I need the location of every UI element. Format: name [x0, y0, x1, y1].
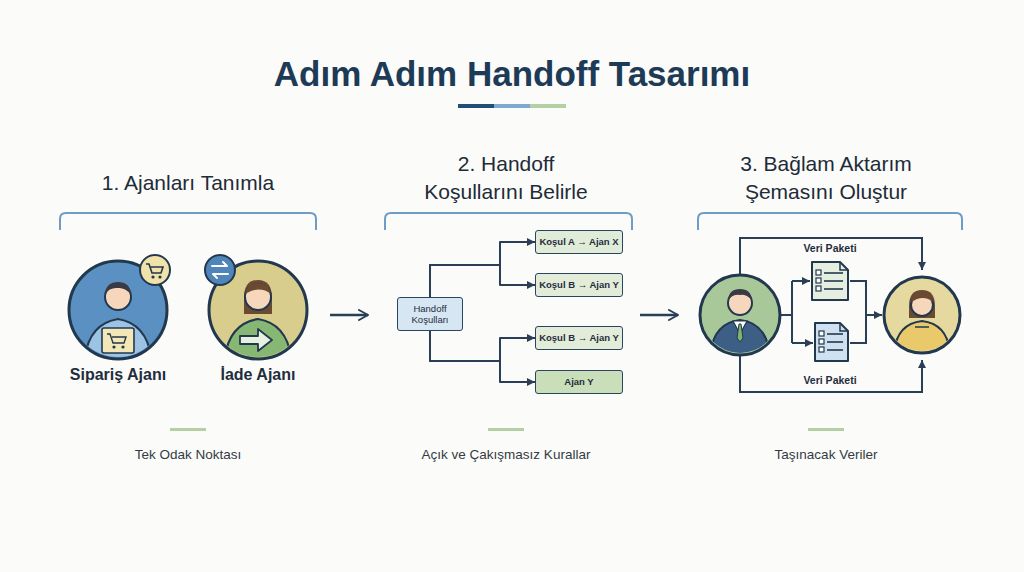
document-fold: [840, 323, 848, 331]
rule-text: Handoff Koşulları: [400, 303, 460, 325]
section-bracket: [385, 213, 632, 230]
rule-box: Ajan Y: [535, 370, 623, 394]
checklist-box: [816, 270, 821, 275]
agent-circle: Sipariş Ajanı: [58, 258, 178, 390]
data-package: Veri Paketi: [800, 241, 860, 301]
checklist-line: [827, 333, 843, 335]
checklist-box: [816, 278, 821, 283]
step-heading: 2. Handoff Koşullarını Belirle: [416, 150, 596, 206]
avatar-body: [710, 320, 770, 356]
cart-wheel: [121, 345, 124, 348]
cart-wheel: [151, 275, 154, 278]
diagram-title: Adım Adım Handoff Tasarımı: [0, 52, 1024, 96]
step-caption: Açık ve Çakışmasız Kurallar: [376, 446, 636, 464]
rule-text: Koşul A → Ajan X: [539, 236, 618, 248]
step-caption: Taşınacak Veriler: [696, 446, 956, 464]
cart-icon: [107, 334, 126, 343]
agent-circle: İade Ajanı: [198, 258, 318, 390]
step-heading: 1. Ajanları Tanımla: [58, 169, 318, 197]
step-caption: Tek Odak Noktası: [58, 446, 318, 464]
avatar-body: [894, 321, 950, 354]
rule-text: Koşul B → Ajan Y: [539, 332, 619, 344]
sender-avatar: [700, 275, 780, 355]
avatar-hair: [909, 290, 935, 318]
step-arrow: [640, 314, 678, 317]
avatar-hair: [911, 292, 933, 302]
checklist-line: [824, 272, 843, 274]
caption-dash: [170, 428, 206, 431]
cart-icon: [146, 264, 163, 273]
rule-box: Koşul A → Ajan X: [535, 230, 623, 254]
data-package: Veri Paketi: [800, 323, 860, 387]
agent-figure: [58, 258, 178, 368]
rule-box: Koşul B → Ajan Y: [535, 273, 623, 297]
checklist-box: [819, 331, 824, 336]
avatar-hair: [728, 289, 752, 300]
swap-icon: [212, 262, 228, 278]
branch-connector: [430, 265, 535, 297]
section-bracket: [698, 213, 962, 230]
rule-box: Koşul B → Ajan Y: [535, 326, 623, 350]
avatar-tie: [737, 324, 743, 342]
avatar-collar: [915, 326, 929, 328]
checklist-box: [819, 347, 824, 352]
caption-dash: [488, 428, 524, 431]
checklist-box: [819, 339, 824, 344]
document-outline: [815, 323, 848, 361]
checklist-box: [816, 286, 821, 291]
cart-wheel: [112, 345, 115, 348]
transfer-line: [780, 281, 792, 343]
condition-hub: Handoff Koşulları: [397, 297, 463, 331]
agent-figure: [198, 258, 318, 368]
avatar-hair: [245, 283, 271, 294]
transfer-line: [866, 314, 882, 316]
checklist-line: [824, 280, 843, 282]
checklist-line: [824, 288, 843, 290]
transfer-line: [792, 342, 813, 344]
package-label: Veri Paketi: [780, 241, 880, 255]
avatar-hair: [105, 282, 131, 294]
title-underline: [494, 104, 530, 108]
cart-wheel: [158, 275, 161, 278]
transfer-line: [792, 280, 810, 282]
title-underline: [530, 104, 566, 108]
avatar-body: [84, 319, 152, 364]
agent-name: Sipariş Ajanı: [28, 366, 208, 384]
agent-circle-outline: [69, 261, 167, 359]
avatar-head: [245, 284, 271, 310]
step-heading: 3. Bağlam Aktarım Şemasını Oluştur: [736, 150, 916, 206]
package-label: Veri Paketi: [780, 373, 880, 387]
rule-text: Ajan Y: [564, 376, 593, 388]
branch-connector: [430, 242, 535, 297]
badge-circle: [140, 255, 170, 285]
branch-connector: [430, 331, 535, 382]
caption-dash: [808, 428, 844, 431]
checklist-line: [827, 341, 843, 343]
section-bracket: [60, 213, 316, 230]
avatar-body: [224, 319, 292, 364]
receiver-avatar: [884, 277, 960, 353]
checklist-line: [827, 349, 843, 351]
avatar-hair: [244, 280, 272, 314]
rule-text: Koşul B → Ajan Y: [539, 279, 619, 291]
branch-connector: [430, 331, 535, 361]
transfer-line: [850, 281, 866, 343]
badge-circle: [205, 255, 235, 285]
title-underline: [458, 104, 494, 108]
document-fold: [840, 262, 848, 270]
agent-name: İade Ajanı: [168, 366, 348, 384]
step-arrow: [330, 314, 368, 317]
cart-card: [102, 328, 134, 353]
return-arrow: [240, 329, 272, 351]
document-outline: [812, 262, 848, 300]
